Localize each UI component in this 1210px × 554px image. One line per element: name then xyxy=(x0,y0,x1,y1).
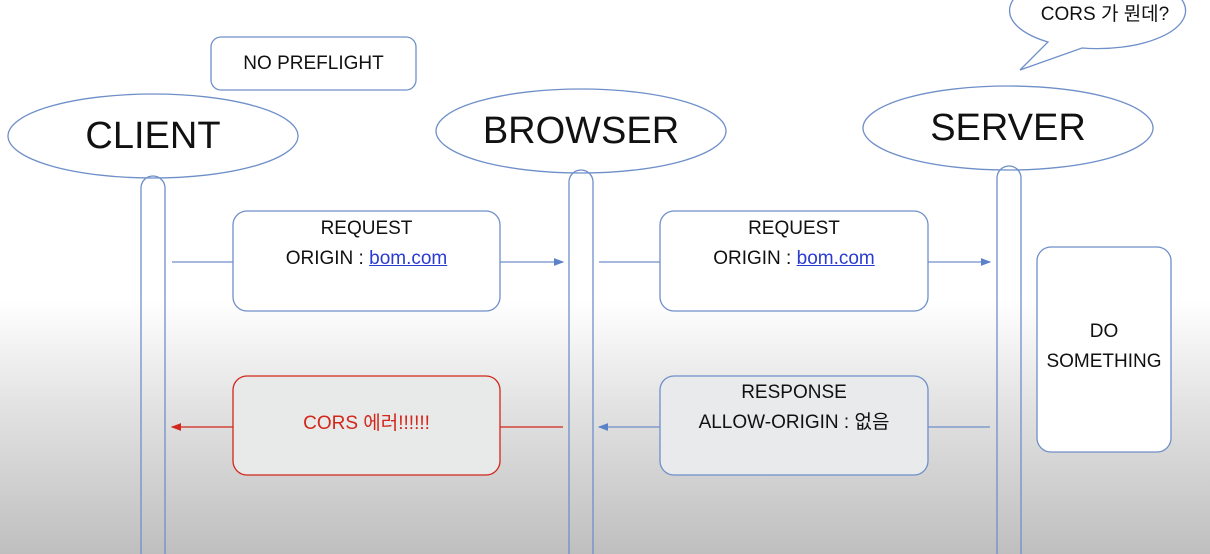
request2-title: REQUEST xyxy=(748,218,840,239)
server-action-text: DO SOMETHING xyxy=(1037,247,1171,447)
server-action-line2: SOMETHING xyxy=(1046,351,1162,372)
response-title: RESPONSE xyxy=(741,382,847,403)
browser-ellipse xyxy=(435,88,727,174)
request1-origin-link[interactable]: bom.com xyxy=(369,248,448,269)
server-label: SERVER xyxy=(930,106,1086,149)
browser-label: BROWSER xyxy=(482,109,680,152)
note-text: NO PREFLIGHT xyxy=(243,52,384,74)
request1-text: REQUEST ORIGIN : bom.com xyxy=(233,211,500,277)
client-ellipse xyxy=(7,93,299,179)
request2-box xyxy=(659,210,929,312)
speech-bubble xyxy=(1008,0,1187,71)
request1-title: REQUEST xyxy=(320,218,413,239)
bubble-text: CORS 가 뭔데? xyxy=(1040,4,1170,25)
response-allow-origin: ALLOW-ORIGIN : 없음 xyxy=(698,412,890,433)
client-lifeline xyxy=(140,175,166,554)
request1-box xyxy=(232,210,501,312)
note-box xyxy=(210,36,417,91)
response-box xyxy=(659,375,929,476)
server-action-line1: DO xyxy=(1089,321,1119,342)
server-lifeline xyxy=(996,165,1022,554)
request1-origin-label: ORIGIN : xyxy=(285,248,370,269)
request2-origin-label: ORIGIN : xyxy=(713,248,797,269)
request2-text: REQUEST ORIGIN : bom.com xyxy=(660,211,928,277)
server-action-box xyxy=(1036,246,1172,453)
response-text: RESPONSE ALLOW-ORIGIN : 없음 xyxy=(660,376,928,440)
error-box xyxy=(232,375,501,476)
request2-origin-link[interactable]: bom.com xyxy=(796,248,875,269)
client-label: CLIENT xyxy=(85,114,221,157)
server-ellipse xyxy=(862,85,1154,171)
error-text: CORS 에러!!!!!! xyxy=(303,413,430,434)
browser-lifeline xyxy=(568,169,594,554)
